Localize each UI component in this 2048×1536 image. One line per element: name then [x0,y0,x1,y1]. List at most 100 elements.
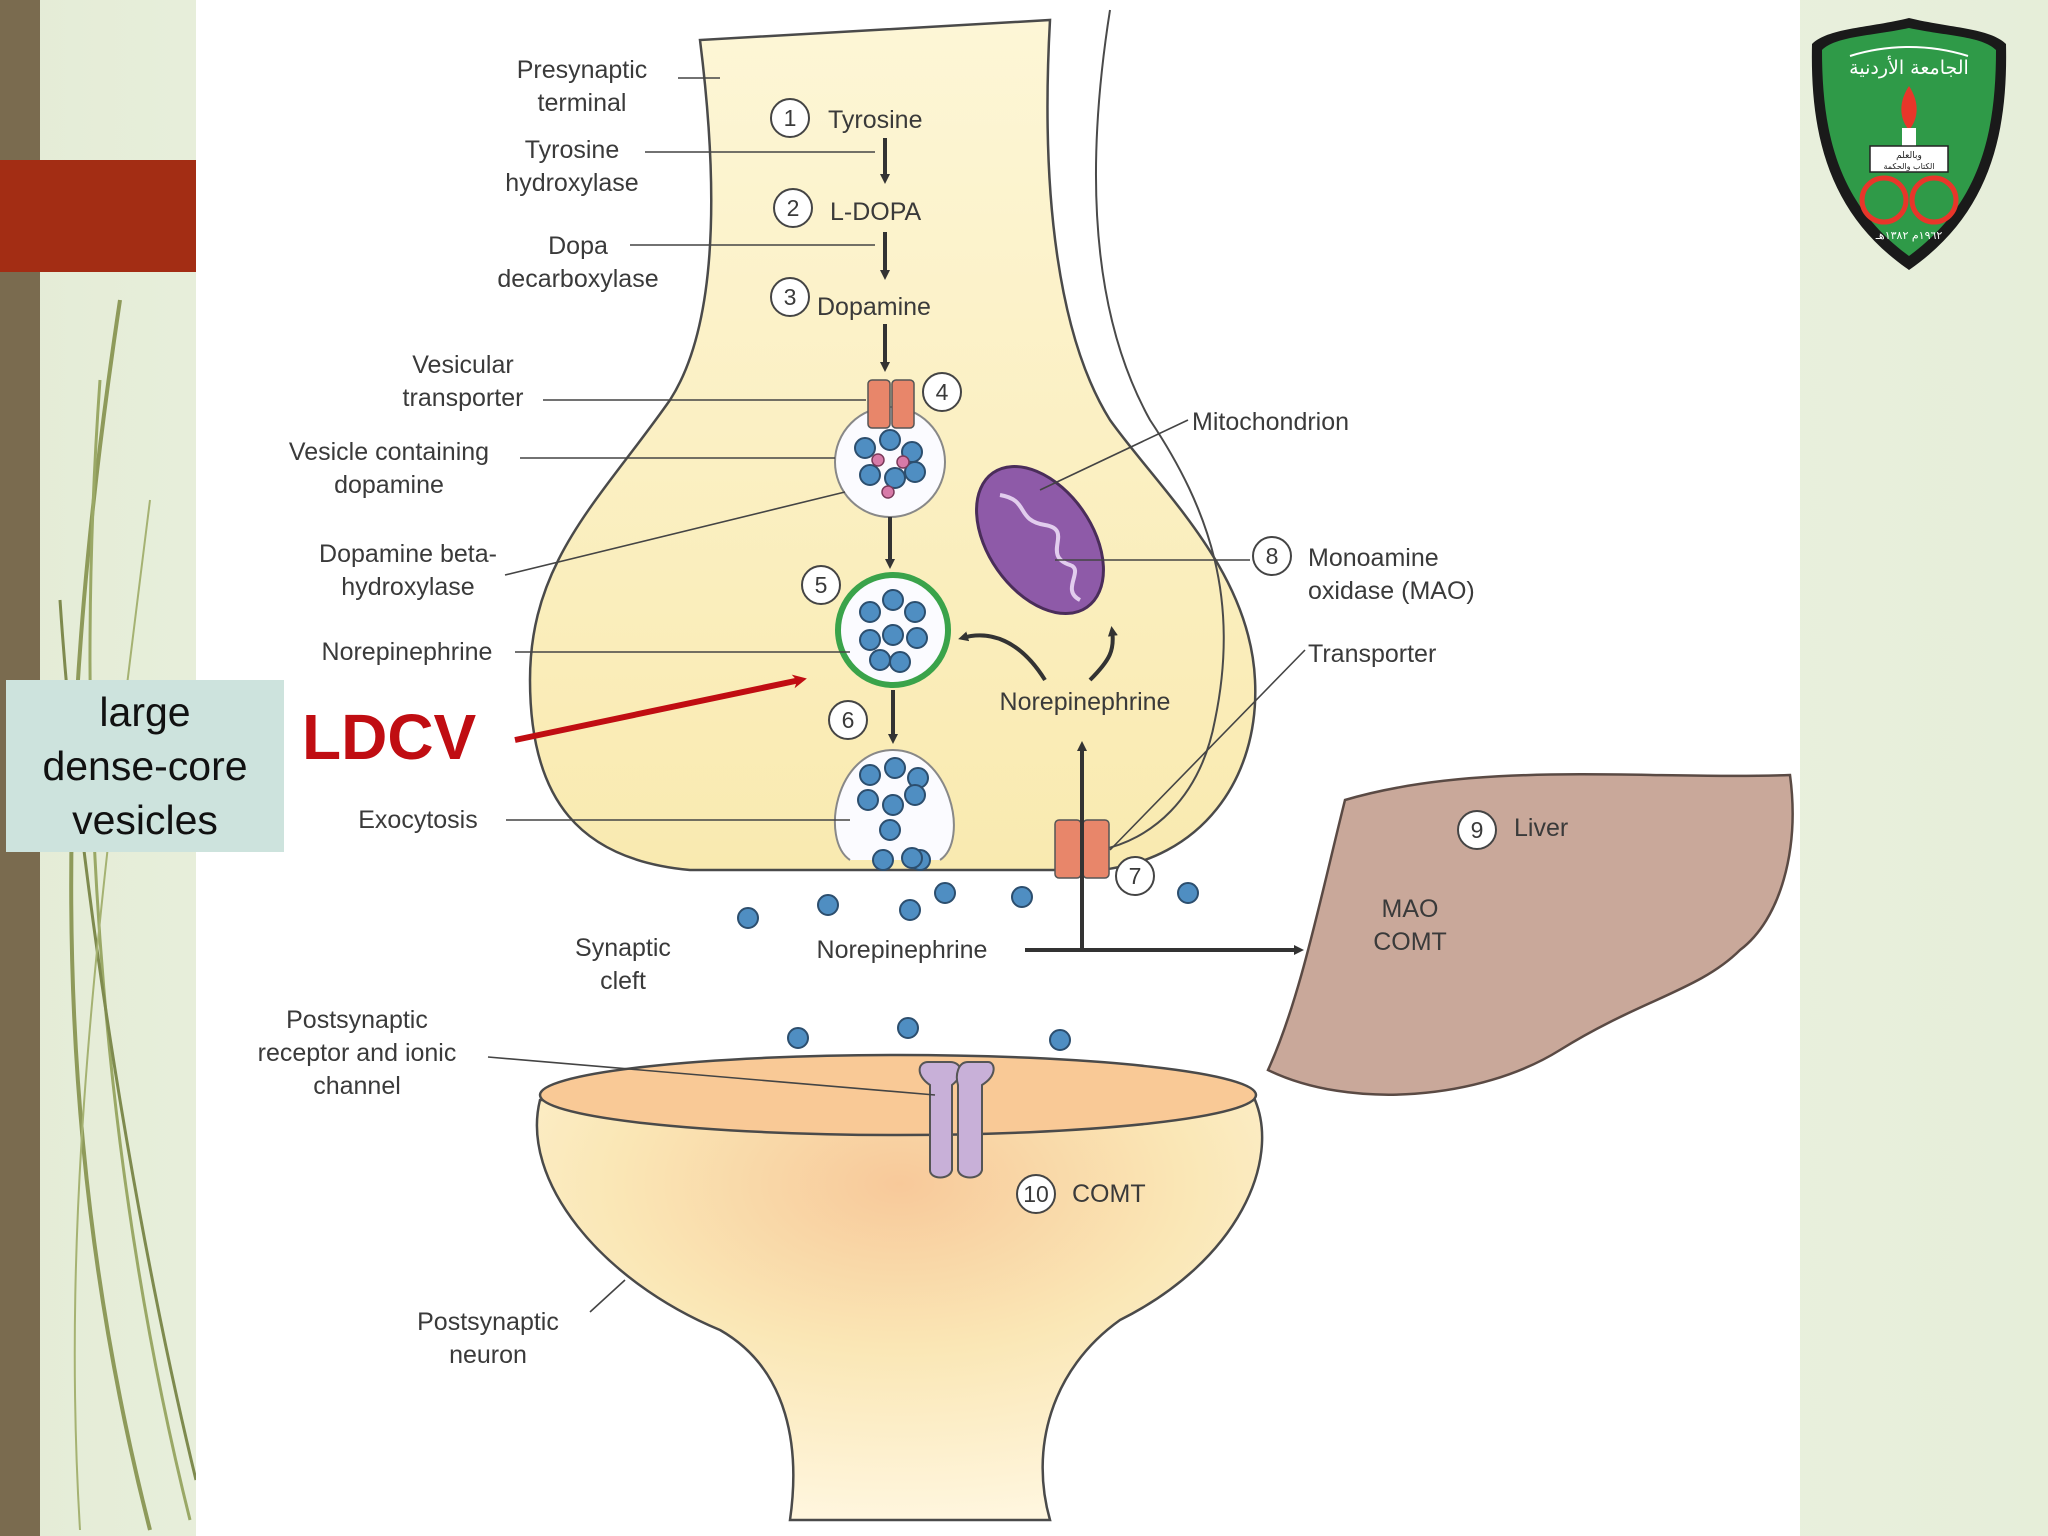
step-7: 7 [1115,856,1155,896]
molecule-6 [904,461,926,483]
molecule-10 [859,629,881,651]
molecule-group [737,429,1199,1051]
step-2-number: 2 [787,195,800,221]
step-1: 1 Tyrosine [770,98,922,138]
step-2-circle [773,188,813,228]
molecule-12 [906,627,928,649]
molecule-30 [901,847,923,869]
comt-label: COMT [1072,1180,1146,1208]
diagram-steps: 1 Tyrosine 2 L-DOPA 3 Dopamine 4 5 6 7 8 9 10 [770,98,1497,1214]
step-10-circle [1016,1174,1056,1214]
molecule-13 [869,649,891,671]
step-6-circle [828,700,868,740]
glial-membrane [1094,9,1225,851]
molecule-16 [884,757,906,779]
step-8-number: 8 [1266,543,1279,569]
pathway-arrows [880,138,1304,955]
leader-lines [487,77,1306,1313]
step-2-label: L-DOPA [830,198,922,226]
step-3: 3 Dopamine [770,277,931,321]
step-3-number: 3 [784,284,797,310]
postsynaptic-membrane-top [538,1053,1258,1137]
ldcv-callout-label: large dense-core vesicles [42,689,248,843]
norepinephrine-cleft-label: Norepinephrine [817,936,988,964]
exocytosis-label: Exocytosis [358,806,477,834]
molecule-21 [879,819,901,841]
molecule-1 [854,437,876,459]
dopamine-dot-2 [896,455,910,469]
step-5: 5 [801,565,841,605]
step-9: 9 [1457,810,1497,850]
liver [1266,773,1794,1096]
step-8-circle [1252,536,1292,576]
step-9-number: 9 [1471,817,1484,843]
molecule-8 [882,589,904,611]
molecule-9 [904,601,926,623]
step-7-number: 7 [1129,863,1142,889]
step-10: 10 [1016,1174,1056,1214]
step-10-number: 10 [1023,1181,1049,1207]
step-4-number: 4 [936,379,949,405]
molecule-19 [882,794,904,816]
logo-motto-2: الكتاب والحكمة [1883,162,1934,171]
norepinephrine-vesicle-label: Norepinephrine [322,638,493,666]
step-3-label: Dopamine [817,293,931,321]
liver-label: Liver [1514,814,1568,842]
molecule-24 [737,907,759,929]
accent-bar [0,160,196,272]
step-1-number: 1 [784,105,797,131]
ldcv-callout-box: large dense-core vesicles [6,680,284,852]
molecule-14 [889,651,911,673]
mitochondrion-label: Mitochondrion [1192,408,1349,436]
step-4-circle [922,372,962,412]
molecule-27 [934,882,956,904]
molecule-25 [817,894,839,916]
transporter-label: Transporter [1308,640,1436,668]
molecule-22 [872,849,894,871]
dopamine-beta-hydroxylase-label: Dopamine beta-hydroxylase [319,540,497,601]
logo-arabic-name: الجامعة الأردنية [1849,56,1969,79]
molecule-33 [1049,1029,1071,1051]
step-7-circle [1115,856,1155,896]
molecule-11 [882,624,904,646]
dopamine-dot-3 [881,485,895,499]
postsynaptic-neuron [535,1098,1264,1522]
molecule-32 [897,1017,919,1039]
molecule-4 [859,464,881,486]
molecule-7 [859,601,881,623]
molecule-29 [1177,882,1199,904]
step-8: 8 [1252,536,1292,576]
step-3-circle [770,277,810,317]
molecule-31 [787,1027,809,1049]
step-9-circle [1457,810,1497,850]
reuptake-transporter [1054,819,1110,879]
molecule-15 [859,764,881,786]
step-6: 6 [828,700,868,740]
step-1-label: Tyrosine [828,106,922,134]
norepinephrine-reuptake-label: Norepinephrine [1000,688,1171,716]
molecule-18 [857,789,879,811]
step-6-number: 6 [842,707,855,733]
step-2: 2 L-DOPA [773,188,922,228]
logo-motto: وبالعلم [1896,151,1922,161]
step-5-circle [801,565,841,605]
university-logo: الجامعة الأردنية وبالعلم الكتاب والحكمة … [1811,18,2007,270]
vesicular-transporter [867,379,915,429]
postsynaptic-receptor [918,1061,995,1179]
dopamine-dot-1 [871,453,885,467]
molecule-28 [1011,886,1033,908]
ldcv-arrow [514,674,807,743]
step-1-circle [770,98,810,138]
molecule-5 [884,467,906,489]
